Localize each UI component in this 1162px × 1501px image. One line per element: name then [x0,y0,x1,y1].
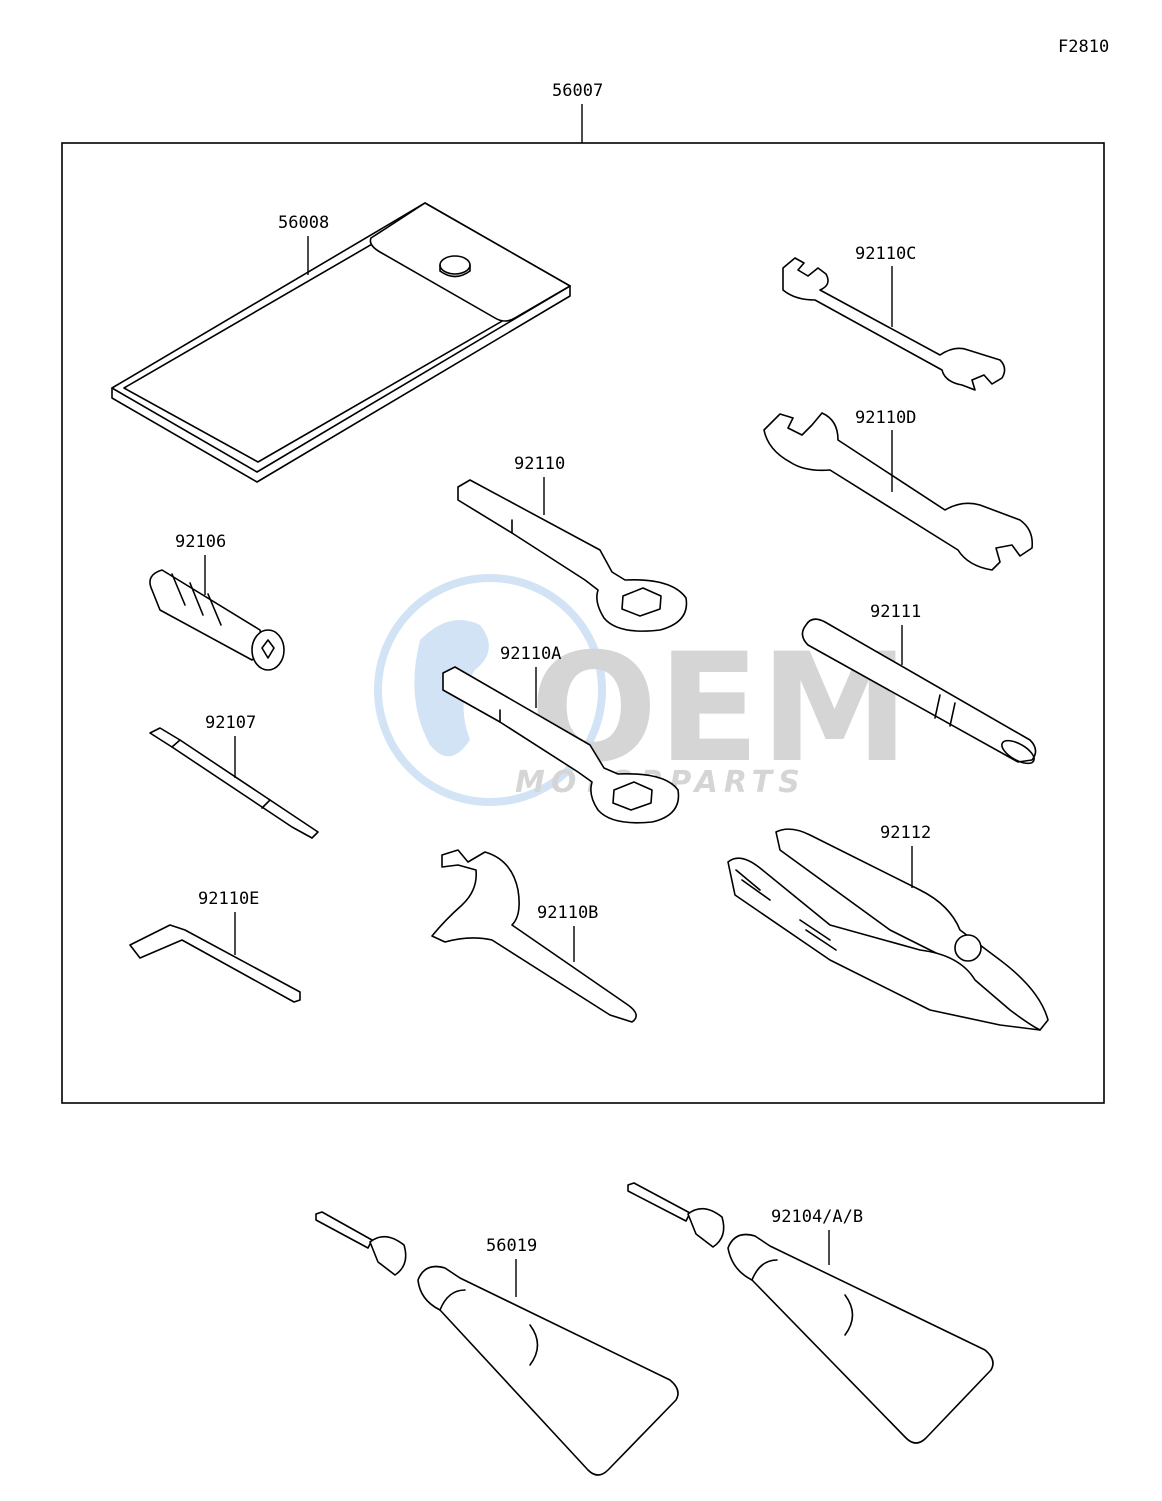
wrench-92110D [763,412,1034,571]
label-92110: 92110 [514,454,565,474]
label-92106: 92106 [175,532,226,552]
figure-code: F2810 [1058,37,1109,57]
label-56019: 56019 [486,1236,537,1256]
tool-kit-frame [61,142,1105,1104]
screwdriver-92107 [149,727,319,839]
label-92110A: 92110A [500,644,561,664]
label-92110D: 92110D [855,408,916,428]
label-92110C: 92110C [855,244,916,264]
box-wrench-92110A [442,666,680,824]
label-56007: 56007 [552,81,603,101]
watermark-globe [374,574,606,806]
grease-tube-56019 [315,1211,679,1476]
wrench-92110C [782,257,1006,391]
label-92110E: 92110E [198,889,259,909]
hook-wrench-92110B [431,849,637,1023]
label-56008: 56008 [278,213,329,233]
handle-92111 [801,618,1037,765]
box-wrench-92110 [457,479,688,632]
label-92104AB: 92104/A/B [771,1207,863,1227]
tool-bag [111,202,571,483]
label-92112: 92112 [880,823,931,843]
label-92107: 92107 [205,713,256,733]
label-92111: 92111 [870,602,921,622]
hex-key-92110E [129,924,301,1003]
label-92110B: 92110B [537,903,598,923]
socket-92106 [149,569,285,671]
grease-tube-92104AB [627,1182,994,1444]
pliers-92112 [727,828,1049,1031]
